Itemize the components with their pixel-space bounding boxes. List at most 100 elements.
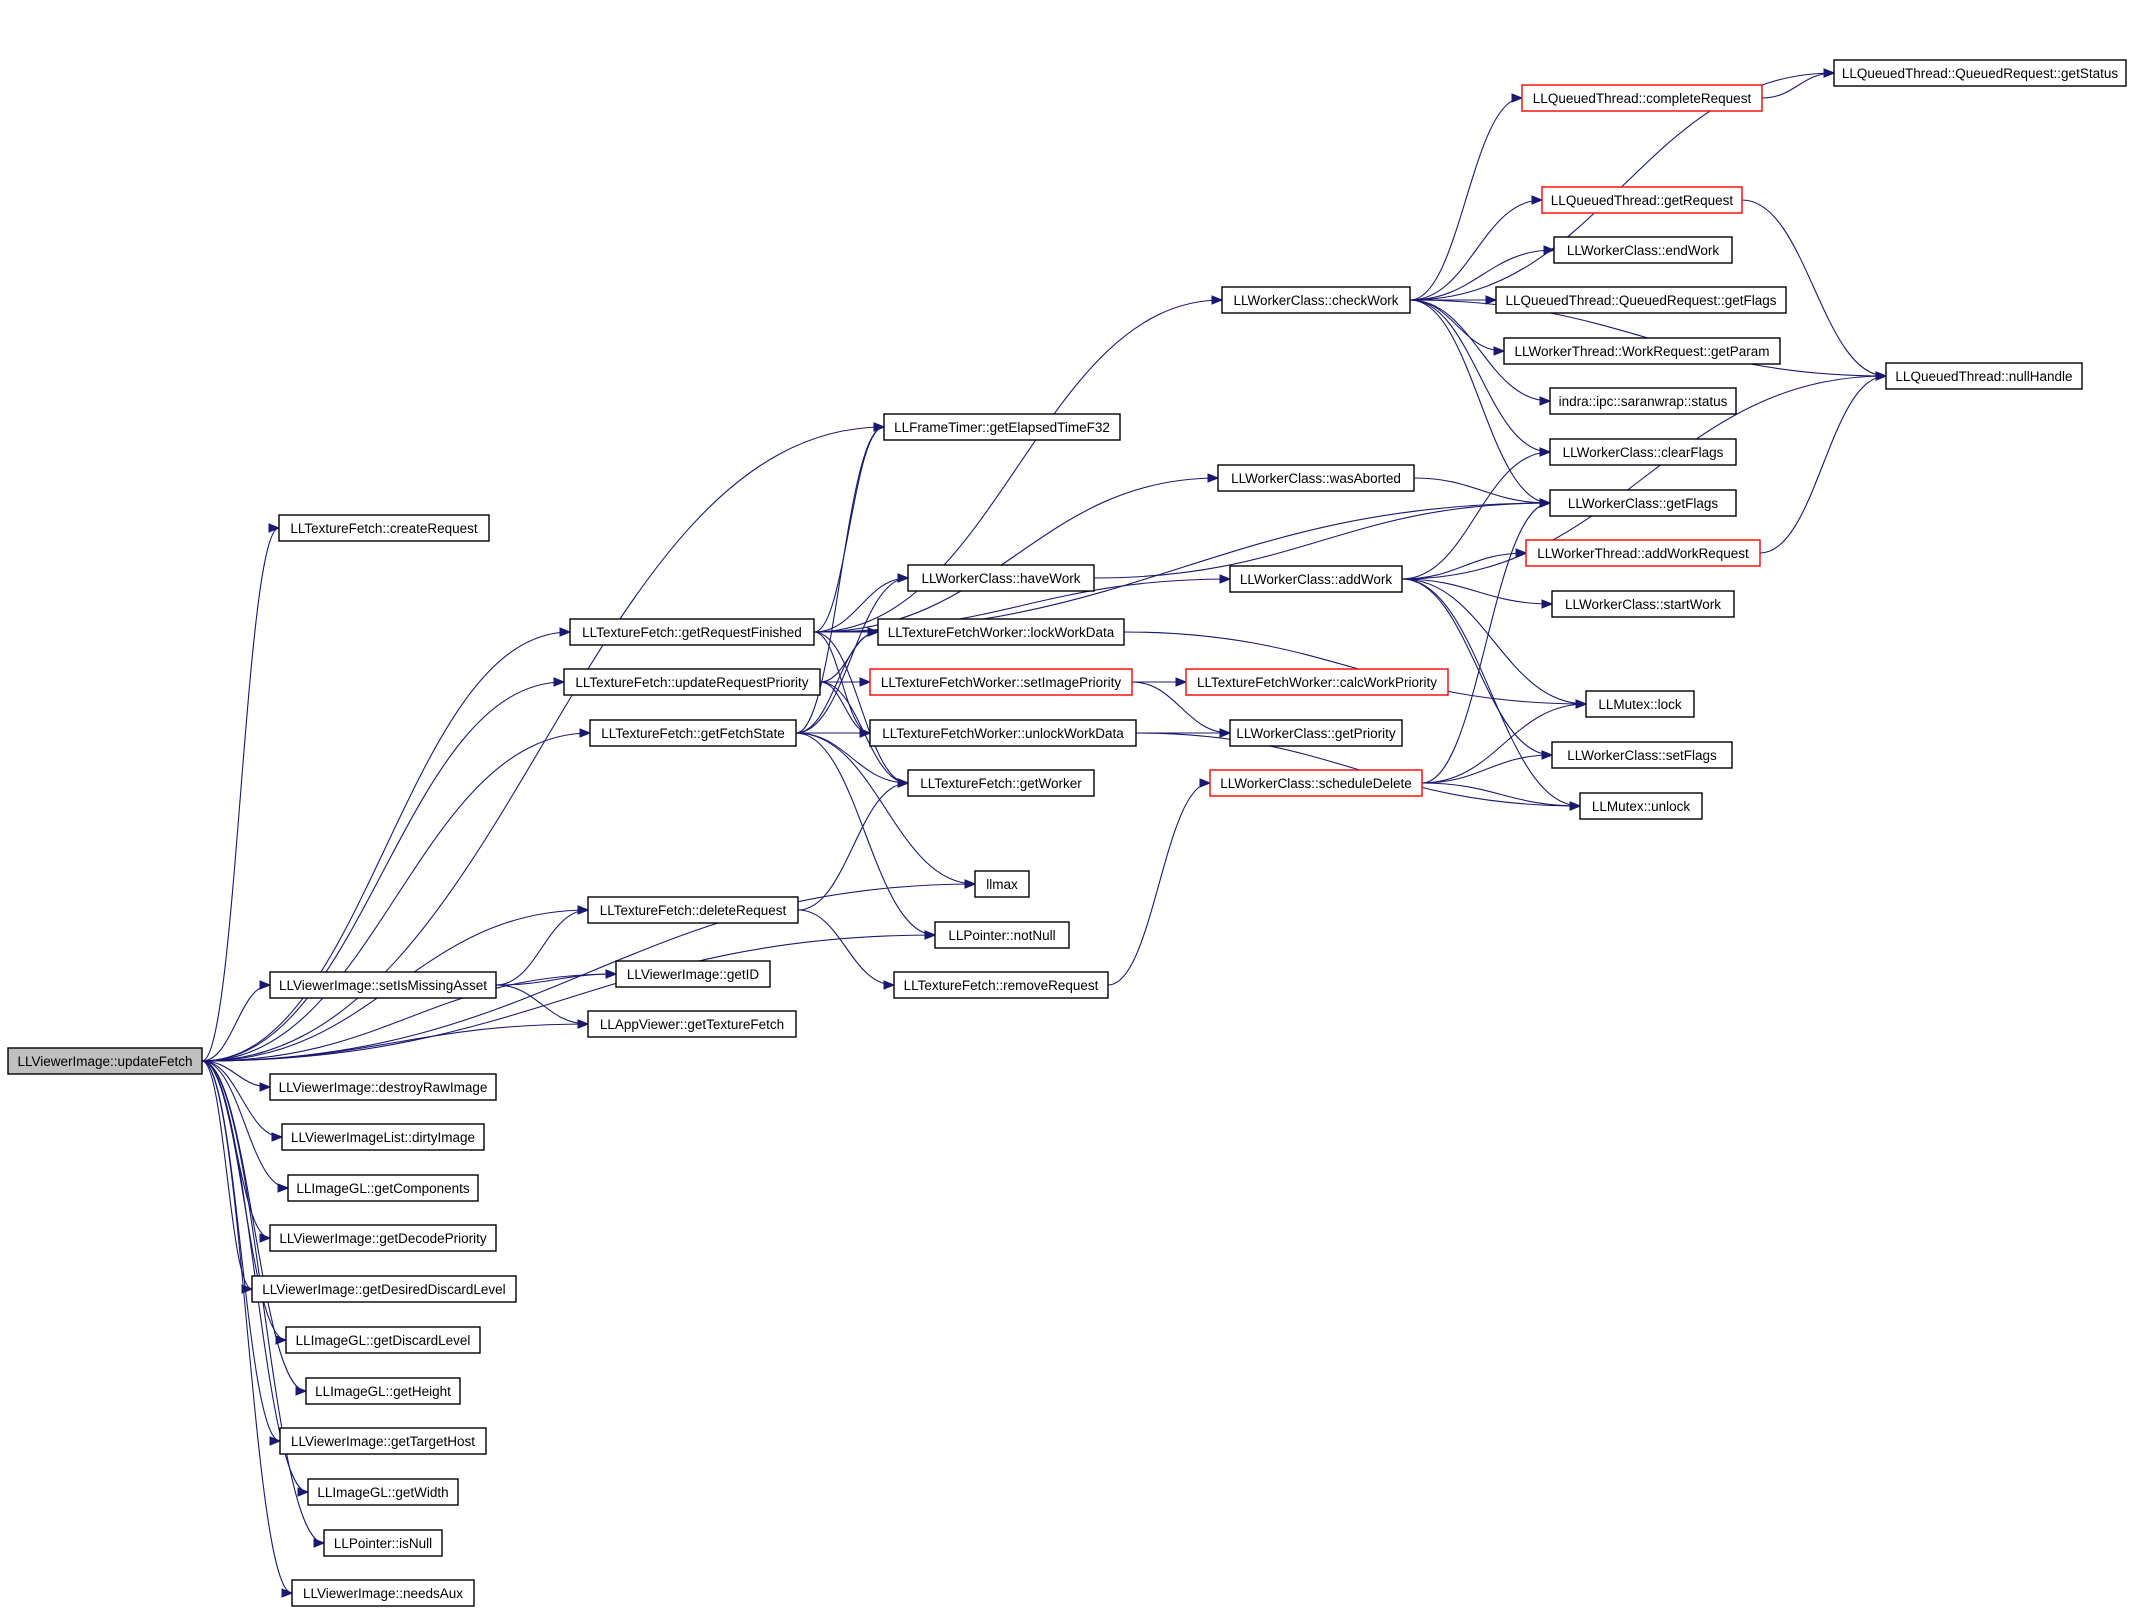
node-box[interactable] — [269, 971, 497, 999]
node-start-work[interactable]: LLWorkerClass::startWork — [1551, 590, 1735, 618]
node-box[interactable] — [569, 618, 815, 646]
node-box[interactable] — [1229, 719, 1403, 747]
node-box[interactable] — [1185, 668, 1449, 696]
node-box[interactable] — [974, 870, 1030, 898]
node-get-id[interactable]: LLViewerImage::getID — [615, 960, 771, 988]
node-schedule-delete[interactable]: LLWorkerClass::scheduleDelete — [1209, 769, 1423, 797]
node-box[interactable] — [587, 896, 799, 924]
node-null-handle[interactable]: LLQueuedThread::nullHandle — [1885, 362, 2083, 390]
node-mutex-lock[interactable]: LLMutex::lock — [1585, 690, 1695, 718]
node-box[interactable] — [281, 1123, 485, 1151]
node-root[interactable]: LLViewerImage::updateFetch — [7, 1047, 203, 1075]
node-box[interactable] — [883, 413, 1121, 441]
node-box[interactable] — [1541, 186, 1743, 214]
node-get-desired-discard-level[interactable]: LLViewerImage::getDesiredDiscardLevel — [251, 1275, 517, 1303]
node-box[interactable] — [1551, 741, 1733, 769]
node-box[interactable] — [278, 514, 490, 542]
node-not-null[interactable]: LLPointer::notNull — [934, 921, 1070, 949]
node-box[interactable] — [1549, 387, 1737, 415]
node-box[interactable] — [1585, 690, 1695, 718]
node-end-work[interactable]: LLWorkerClass::endWork — [1553, 236, 1733, 264]
node-box[interactable] — [1209, 769, 1423, 797]
node-get-texture-fetch[interactable]: LLAppViewer::getTextureFetch — [587, 1010, 797, 1038]
node-box[interactable] — [1885, 362, 2083, 390]
node-get-target-host[interactable]: LLViewerImage::getTargetHost — [279, 1427, 487, 1455]
node-clear-flags[interactable]: LLWorkerClass::clearFlags — [1549, 438, 1737, 466]
node-remove-request[interactable]: LLTextureFetch::removeRequest — [893, 971, 1109, 999]
node-get-elapsed-time-f32[interactable]: LLFrameTimer::getElapsedTimeF32 — [883, 413, 1121, 441]
node-box[interactable] — [587, 1010, 797, 1038]
node-lock-work-data[interactable]: LLTextureFetchWorker::lockWorkData — [877, 618, 1125, 646]
node-get-height[interactable]: LLImageGL::getHeight — [305, 1377, 461, 1405]
node-needs-aux[interactable]: LLViewerImage::needsAux — [291, 1579, 475, 1607]
node-unlock-work-data[interactable]: LLTextureFetchWorker::unlockWorkData — [869, 719, 1137, 747]
node-box[interactable] — [1217, 464, 1415, 492]
node-box[interactable] — [1579, 792, 1703, 820]
node-update-request-priority[interactable]: LLTextureFetch::updateRequestPriority — [563, 668, 821, 696]
node-have-work[interactable]: LLWorkerClass::haveWork — [907, 564, 1095, 592]
node-box[interactable] — [1229, 565, 1403, 593]
node-box[interactable] — [1221, 286, 1411, 314]
node-box[interactable] — [269, 1073, 497, 1101]
node-box[interactable] — [934, 921, 1070, 949]
node-get-flags[interactable]: LLWorkerClass::getFlags — [1549, 489, 1737, 517]
node-box[interactable] — [907, 564, 1095, 592]
node-box[interactable] — [563, 668, 821, 696]
node-mutex-unlock[interactable]: LLMutex::unlock — [1579, 792, 1703, 820]
node-set-flags[interactable]: LLWorkerClass::setFlags — [1551, 741, 1733, 769]
node-get-fetch-state[interactable]: LLTextureFetch::getFetchState — [589, 719, 797, 747]
node-box[interactable] — [1503, 337, 1781, 365]
node-box[interactable] — [279, 1427, 487, 1455]
node-set-image-priority[interactable]: LLTextureFetchWorker::setImagePriority — [869, 668, 1133, 696]
node-saranwrap-status[interactable]: indra::ipc::saranwrap::status — [1549, 387, 1737, 415]
node-box[interactable] — [1553, 236, 1733, 264]
node-box[interactable] — [251, 1275, 517, 1303]
node-box[interactable] — [1521, 84, 1763, 112]
node-destroy-raw-image[interactable]: LLViewerImage::destroyRawImage — [269, 1073, 497, 1101]
node-delete-request[interactable]: LLTextureFetch::deleteRequest — [587, 896, 799, 924]
node-get-request-finished[interactable]: LLTextureFetch::getRequestFinished — [569, 618, 815, 646]
node-box[interactable] — [877, 618, 1125, 646]
node-get-width[interactable]: LLImageGL::getWidth — [307, 1478, 459, 1506]
node-box[interactable] — [869, 668, 1133, 696]
node-box[interactable] — [269, 1224, 497, 1252]
node-create-request[interactable]: LLTextureFetch::createRequest — [278, 514, 490, 542]
node-box[interactable] — [1549, 438, 1737, 466]
node-box[interactable] — [1549, 489, 1737, 517]
node-get-request[interactable]: LLQueuedThread::getRequest — [1541, 186, 1743, 214]
node-dirty-image[interactable]: LLViewerImageList::dirtyImage — [281, 1123, 485, 1151]
node-get-worker[interactable]: LLTextureFetch::getWorker — [907, 769, 1095, 797]
node-box[interactable] — [287, 1174, 479, 1202]
node-complete-request[interactable]: LLQueuedThread::completeRequest — [1521, 84, 1763, 112]
node-box[interactable] — [1833, 59, 2127, 87]
node-get-param[interactable]: LLWorkerThread::WorkRequest::getParam — [1503, 337, 1781, 365]
node-check-work[interactable]: LLWorkerClass::checkWork — [1221, 286, 1411, 314]
node-box[interactable] — [907, 769, 1095, 797]
node-add-work-request[interactable]: LLWorkerThread::addWorkRequest — [1525, 539, 1761, 567]
node-qr-get-flags[interactable]: LLQueuedThread::QueuedRequest::getFlags — [1495, 286, 1787, 314]
node-was-aborted[interactable]: LLWorkerClass::wasAborted — [1217, 464, 1415, 492]
node-box[interactable] — [323, 1529, 443, 1557]
node-box[interactable] — [893, 971, 1109, 999]
node-get-decode-priority[interactable]: LLViewerImage::getDecodePriority — [269, 1224, 497, 1252]
node-get-discard-level[interactable]: LLImageGL::getDiscardLevel — [285, 1326, 481, 1354]
node-box[interactable] — [305, 1377, 461, 1405]
node-box[interactable] — [589, 719, 797, 747]
node-box[interactable] — [615, 960, 771, 988]
node-calc-work-priority[interactable]: LLTextureFetchWorker::calcWorkPriority — [1185, 668, 1449, 696]
node-box[interactable] — [1525, 539, 1761, 567]
node-box[interactable] — [1495, 286, 1787, 314]
node-box[interactable] — [7, 1047, 203, 1075]
node-box[interactable] — [291, 1579, 475, 1607]
node-is-null[interactable]: LLPointer::isNull — [323, 1529, 443, 1557]
node-box[interactable] — [307, 1478, 459, 1506]
node-qr-get-status[interactable]: LLQueuedThread::QueuedRequest::getStatus — [1833, 59, 2127, 87]
node-box[interactable] — [869, 719, 1137, 747]
node-add-work[interactable]: LLWorkerClass::addWork — [1229, 565, 1403, 593]
node-box[interactable] — [1551, 590, 1735, 618]
node-set-is-missing-asset[interactable]: LLViewerImage::setIsMissingAsset — [269, 971, 497, 999]
node-get-components[interactable]: LLImageGL::getComponents — [287, 1174, 479, 1202]
node-llmax[interactable]: llmax — [974, 870, 1030, 898]
node-box[interactable] — [285, 1326, 481, 1354]
node-get-priority[interactable]: LLWorkerClass::getPriority — [1229, 719, 1403, 747]
